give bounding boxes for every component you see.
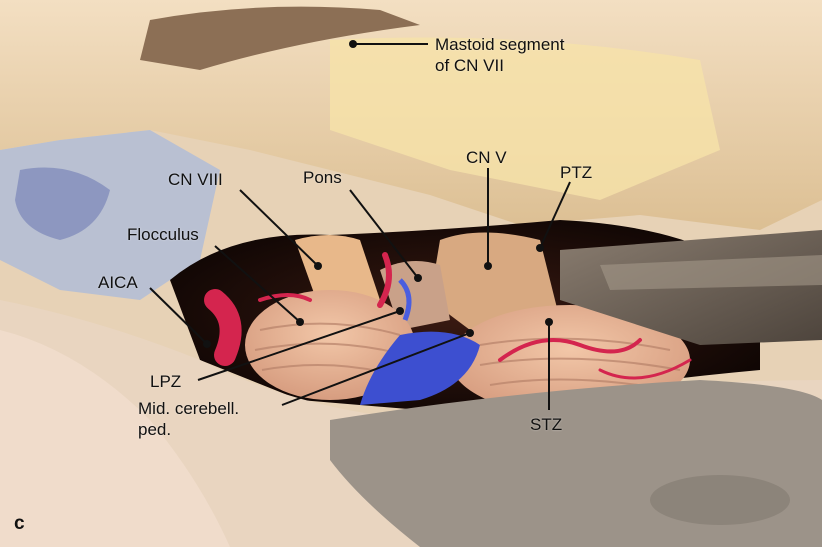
- label-flocculus: Flocculus: [127, 225, 199, 244]
- label-cn-v: CN V: [466, 148, 507, 167]
- label-mastoid-segment: Mastoid segment of CN VII: [435, 35, 565, 75]
- label-ptz: PTZ: [560, 163, 593, 182]
- label-stz: STZ: [530, 415, 563, 434]
- label-cn-viii: CN VIII: [168, 170, 223, 189]
- label-mid-cerebellar-peduncle: Mid. cerebell. ped.: [138, 399, 240, 439]
- panel-letter: c: [14, 513, 25, 534]
- label-lpz: LPZ: [150, 372, 182, 391]
- label-aica: AICA: [98, 273, 138, 292]
- label-pons: Pons: [303, 168, 342, 187]
